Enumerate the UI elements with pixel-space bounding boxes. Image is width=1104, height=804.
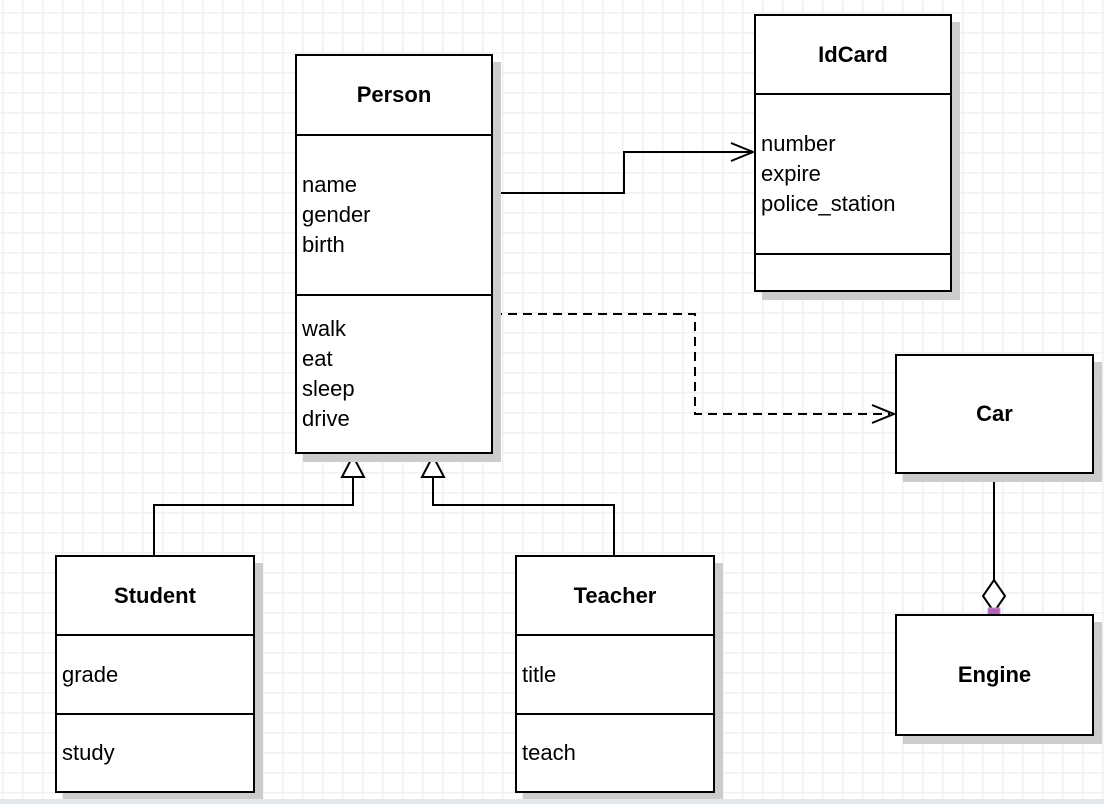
attribute-name: birth [302,232,345,257]
class-box-idcard[interactable]: IdCard number expire police_station [754,14,952,292]
class-box-student[interactable]: Student grade study [55,555,255,793]
class-title: Person [356,82,432,107]
class-title: Student [114,582,196,608]
edge-generalization-student-person[interactable] [153,453,366,555]
attribute-name: number [761,131,836,156]
method-name: study [62,740,115,765]
hollow-triangle-icon [340,453,366,478]
class-title: IdCard [818,41,888,67]
method-name: sleep [302,376,355,401]
canvas-bottom-edge [0,799,1104,804]
hollow-diamond-icon [981,578,1007,614]
attribute-name: grade [62,661,119,687]
methods-section: walk eat sleep drive [297,294,491,452]
class-box-engine[interactable]: Engine [895,614,1094,736]
edge-aggregation-car-engine[interactable] [981,467,1007,621]
association-line[interactable] [493,151,752,194]
methods-section [756,253,950,290]
class-title: Teacher [573,582,657,608]
attribute-name: name [302,172,358,197]
method-name: eat [302,346,333,371]
method-name: drive [302,406,350,431]
attributes-section: name gender birth [297,134,491,294]
method-name: walk [302,316,347,341]
attributes-section: number expire police_station [756,93,950,253]
open-arrow-icon [730,142,756,162]
methods-section: study [57,713,253,791]
class-box-teacher[interactable]: Teacher title teach [515,555,715,793]
attributes-section: title [517,634,713,713]
hollow-triangle-icon [420,453,446,478]
attribute-name: police_station [761,191,896,216]
edge-dependency-person-car[interactable] [493,313,897,424]
generalization-line[interactable] [432,477,615,555]
method-name: teach [522,740,576,765]
attributes-section: grade [57,634,253,713]
edge-association-person-idcard[interactable] [493,142,756,194]
attribute-name: title [522,661,557,687]
attribute-name: expire [761,161,821,186]
class-title: Engine [957,662,1032,687]
generalization-line[interactable] [153,477,354,555]
class-box-car[interactable]: Car [895,354,1094,474]
open-arrow-icon [871,404,897,424]
dependency-line[interactable] [493,313,890,415]
class-box-person[interactable]: Person name gender birth walk eat sleep … [295,54,493,454]
attribute-name: gender [302,202,371,227]
edge-generalization-teacher-person[interactable] [420,453,615,555]
class-title: Car [976,401,1013,426]
methods-section: teach [517,713,713,791]
